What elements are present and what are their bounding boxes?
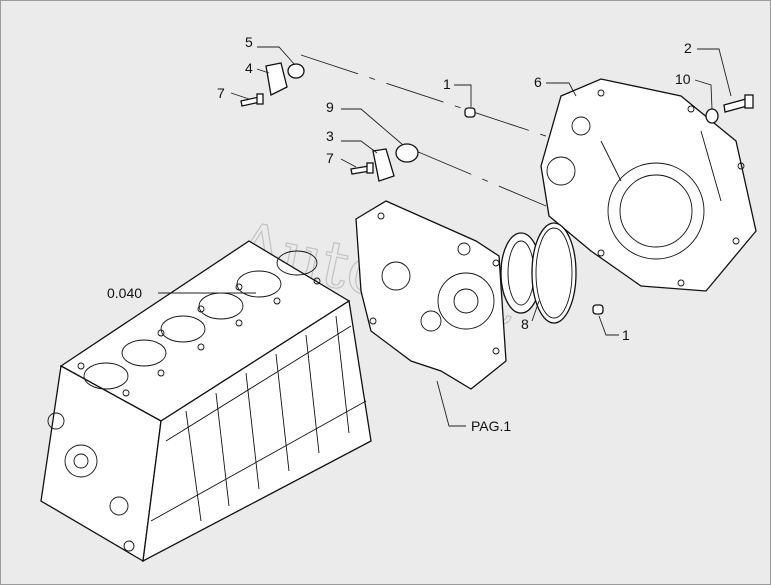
callout-7: 7	[326, 150, 334, 166]
callout-3: 3	[326, 128, 334, 144]
seal-rings	[500, 222, 577, 324]
callout-4: 4	[245, 60, 253, 76]
callout-5: 5	[245, 34, 253, 50]
callout-0040: 0.040	[107, 285, 142, 301]
timing-cover-plate	[355, 200, 507, 390]
callout-1: 1	[622, 327, 630, 343]
callout-6: 6	[534, 74, 542, 90]
flywheel-housing	[540, 78, 757, 292]
callout-1: 1	[443, 76, 451, 92]
callout-7: 7	[217, 85, 225, 101]
engine-block	[40, 240, 372, 563]
callout-9: 9	[326, 99, 334, 115]
small-parts	[240, 62, 754, 315]
alignment-lines	[300, 54, 562, 207]
callout-8: 8	[521, 316, 529, 332]
callout-2: 2	[684, 40, 692, 56]
leader-lines	[158, 46, 732, 427]
callout-labels: 5 4 7 9 3 7 1 6 2 10 8 1 0.040 PAG.1	[107, 34, 692, 434]
callout-pag1: PAG.1	[471, 418, 511, 434]
callout-10: 10	[675, 71, 691, 87]
